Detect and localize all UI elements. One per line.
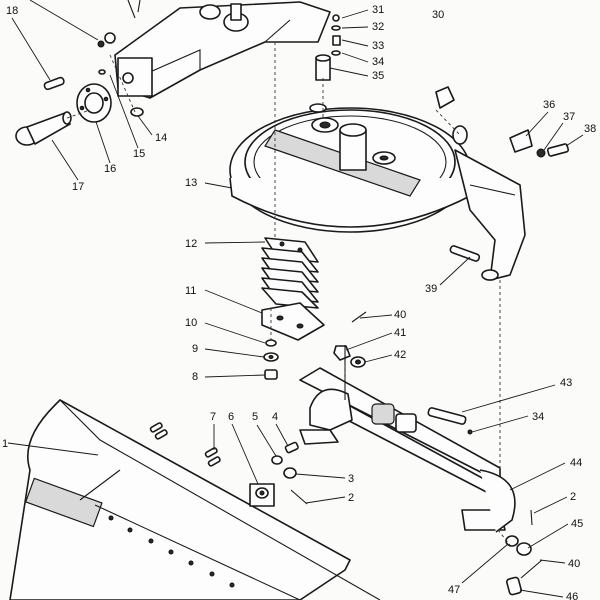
callout-43: 43 [560,377,572,389]
callout-15: 15 [133,148,145,160]
callout-6: 6 [228,411,234,423]
callout-3: 3 [348,473,354,485]
callout-18: 18 [6,5,18,17]
callout-40-bottom: 40 [568,558,580,570]
callout-16: 16 [104,163,116,175]
bracket-hardware-36-38 [509,129,570,158]
callout-40-mid: 40 [394,309,406,321]
callout-38: 38 [584,123,596,135]
callout-2-left: 2 [348,492,354,504]
callout-46: 46 [566,591,578,600]
callout-44: 44 [570,457,582,469]
flange-part-16 [76,83,112,123]
callout-33: 33 [372,40,384,52]
callout-17: 17 [72,181,84,193]
blade-moldboard-part-1 [9,399,381,600]
blade-bolts-part-7 [149,422,221,467]
callout-8: 8 [192,371,198,383]
callout-10: 10 [185,317,197,329]
pin-part-39 [449,245,481,262]
callout-47: 47 [448,584,460,596]
swing-frame-part-44 [299,345,516,533]
callout-31: 31 [372,4,384,16]
turntable-circle-part-13 [229,103,471,233]
callout-2-right: 2 [570,491,576,503]
callout-13: 13 [185,177,197,189]
callout-32: 32 [372,21,384,33]
callout-9: 9 [192,343,198,355]
small-bushings-group [43,32,144,117]
callout-5: 5 [252,411,258,423]
bracket-part-6 [249,483,275,507]
wear-plate-part-11 [261,302,325,341]
callout-42: 42 [394,349,406,361]
bolt-nut-washer-40-42 [333,311,367,368]
pin-part-17 [15,111,72,146]
callout-12: 12 [185,238,197,250]
callout-30: 30 [432,9,444,21]
callout-4: 4 [272,411,278,423]
callout-36: 36 [543,99,555,111]
callout-39: 39 [425,283,437,295]
callout-37: 37 [563,111,575,123]
nut-washer-stack-8-10 [263,339,279,380]
callout-labels: 18 31 32 33 34 35 30 14 15 16 17 36 37 3… [2,4,596,600]
shim-stack-part-12 [261,237,319,309]
callout-45: 45 [571,518,583,530]
circle-side-arm [435,86,526,281]
callout-35: 35 [372,70,384,82]
callout-14: 14 [155,132,167,144]
callout-7: 7 [210,411,216,423]
callout-34-top: 34 [372,56,384,68]
callout-34-lower: 34 [532,411,544,423]
pin-part-43 [427,407,473,435]
callout-1: 1 [2,438,8,450]
cutting-edge-holes [108,515,235,588]
callout-11: 11 [185,285,196,297]
leader-lines [7,0,584,598]
callout-41: 41 [394,327,406,339]
a-frame-part [114,0,331,99]
hardware-45-47 [505,509,543,596]
king-pin-hardware-stack [315,14,341,81]
pin-washer-3-5 [271,441,308,505]
alignment-lines [66,42,511,546]
